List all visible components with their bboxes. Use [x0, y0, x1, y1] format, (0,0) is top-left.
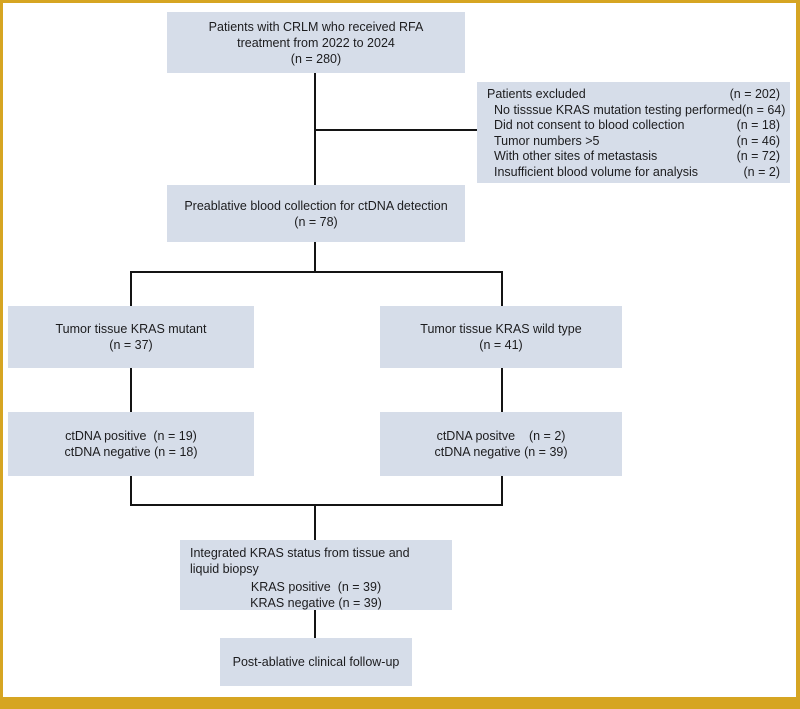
- excluded-item: No tisssue KRAS mutation testing perform…: [487, 102, 785, 119]
- box-text: Patients with CRLM who received RFA: [208, 19, 424, 34]
- excluded-item: Tumor numbers >5 (n = 46): [487, 134, 780, 150]
- connector-wild-to-ctdna: [501, 368, 503, 412]
- connector-ctdna-right-down: [501, 476, 503, 506]
- connector-ctdna-left-down: [130, 476, 132, 506]
- frame-border-top: [0, 0, 800, 3]
- box-text: ctDNA positve (n = 2): [436, 429, 566, 443]
- box-postablative-followup: Post-ablative clinical follow-up: [220, 638, 412, 686]
- box-preablative-blood-collection: Preablative blood collection for ctDNA d…: [167, 185, 465, 242]
- box-text: KRAS positive (n = 39): [250, 580, 382, 594]
- excluded-item-count: (n = 64): [742, 102, 786, 117]
- frame-border-left: [0, 0, 3, 709]
- box-text: Preablative blood collection for ctDNA d…: [184, 198, 448, 213]
- box-text: (n = 280): [290, 51, 342, 66]
- excluded-item-count: (n = 18): [736, 118, 780, 133]
- box-text: Tumor tissue KRAS wild type: [420, 322, 582, 336]
- excluded-item-count: (n = 72): [736, 149, 780, 164]
- connector-preablative-down: [314, 242, 316, 273]
- box-text: treatment from 2022 to 2024: [237, 35, 395, 50]
- connector-merge-to-integrated: [314, 504, 316, 540]
- integrated-lines: KRAS positive (n = 39) KRAS negative (n …: [190, 579, 442, 611]
- box-text: (n = 37): [109, 338, 153, 352]
- excluded-item-count: (n = 46): [736, 133, 780, 148]
- box-ctdna-wild-arm: ctDNA positve (n = 2) ctDNA negative (n …: [380, 412, 622, 476]
- box-text: ctDNA negative (n = 39): [434, 445, 568, 459]
- box-text: Post-ablative clinical follow-up: [232, 655, 400, 669]
- connector-integrated-to-followup: [314, 610, 316, 638]
- connector-split-horizontal: [130, 271, 503, 273]
- excluded-item-count: (n = 2): [743, 164, 780, 179]
- connector-split-left: [130, 271, 132, 306]
- excluded-title: Patients excluded: [487, 87, 586, 101]
- connector-to-excluded: [314, 129, 477, 131]
- box-text: (n = 41): [479, 338, 523, 352]
- box-text: KRAS negative (n = 39): [250, 596, 382, 610]
- excluded-title-row: Patients excluded (n = 202): [487, 87, 780, 103]
- connector-mutant-to-ctdna: [130, 368, 132, 412]
- box-tumor-kras-mutant: Tumor tissue KRAS mutant (n = 37): [8, 306, 254, 368]
- excluded-item: Did not consent to blood collection (n =…: [487, 118, 780, 134]
- excluded-item-label: Did not consent to blood collection: [494, 118, 685, 133]
- excluded-item-label: With other sites of metastasis: [494, 149, 658, 164]
- integrated-heading: Integrated KRAS status from tissue and l…: [190, 546, 410, 576]
- box-text: (n = 78): [294, 214, 338, 229]
- frame-border-right: [796, 0, 800, 709]
- excluded-item-label: Insufficient blood volume for analysis: [494, 164, 699, 179]
- box-text: ctDNA positive (n = 19): [65, 429, 197, 443]
- box-patients-crlm: Patients with CRLM who received RFA trea…: [167, 12, 465, 73]
- excluded-item: Insufficient blood volume for analysis (…: [487, 165, 780, 181]
- frame-border-bottom: [0, 697, 800, 709]
- excluded-item-label: No tisssue KRAS mutation testing perform…: [494, 102, 743, 117]
- connector-split-right: [501, 271, 503, 306]
- box-ctdna-mutant-arm: ctDNA positive (n = 19) ctDNA negative (…: [8, 412, 254, 476]
- excluded-item: With other sites of metastasis (n = 72): [487, 149, 780, 165]
- excluded-item-label: Tumor numbers >5: [494, 133, 600, 148]
- box-patients-excluded: Patients excluded (n = 202) No tisssue K…: [477, 82, 790, 183]
- connector-merge-horizontal: [130, 504, 503, 506]
- excluded-title-count: (n = 202): [729, 87, 780, 101]
- box-text: ctDNA negative (n = 18): [64, 445, 198, 459]
- box-integrated-kras-status: Integrated KRAS status from tissue and l…: [180, 540, 452, 610]
- box-text: Tumor tissue KRAS mutant: [55, 322, 207, 336]
- box-tumor-kras-wild-type: Tumor tissue KRAS wild type (n = 41): [380, 306, 622, 368]
